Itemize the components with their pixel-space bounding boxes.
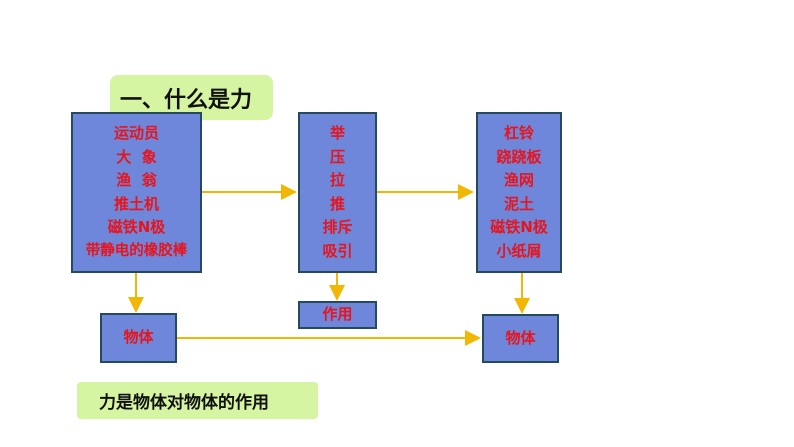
object-left-label: 物体: [123, 328, 154, 347]
source-item: 磁铁N极: [107, 218, 166, 236]
action-item: 拉: [329, 171, 345, 189]
source-item: 推土机: [113, 194, 159, 213]
object-right-label: 物体: [505, 328, 536, 347]
source-item: 运动员: [113, 124, 159, 142]
actions-box: 举 压 拉 推 排斥 吸引: [298, 112, 377, 273]
action-item: 吸引: [322, 241, 353, 260]
target-item: 跷跷板: [496, 147, 542, 166]
object-right-box: 物体: [482, 314, 559, 363]
target-item: 杠铃: [503, 124, 534, 142]
target-item: 小纸屑: [496, 241, 542, 260]
sources-box: 运动员 大 象 渔 翁 推土机 磁铁N极 带静电的橡胶棒: [71, 112, 202, 273]
action-label: 作用: [322, 305, 353, 324]
target-item: 磁铁N极: [490, 218, 548, 236]
conclusion-label: 力是物体对物体的作用: [77, 382, 318, 419]
target-item: 泥土: [503, 194, 534, 213]
action-label-box: 作用: [298, 301, 377, 329]
source-item: 大 象: [116, 147, 157, 166]
action-item: 举: [329, 124, 345, 142]
source-item: 渔 翁: [116, 171, 157, 189]
source-item: 带静电的橡胶棒: [85, 242, 188, 259]
target-item: 渔网: [503, 171, 534, 189]
action-item: 排斥: [322, 218, 353, 236]
object-left-box: 物体: [100, 313, 177, 363]
action-item: 压: [329, 147, 345, 166]
action-item: 推: [329, 194, 345, 213]
targets-box: 杠铃 跷跷板 渔网 泥土 磁铁N极 小纸屑: [476, 112, 562, 273]
